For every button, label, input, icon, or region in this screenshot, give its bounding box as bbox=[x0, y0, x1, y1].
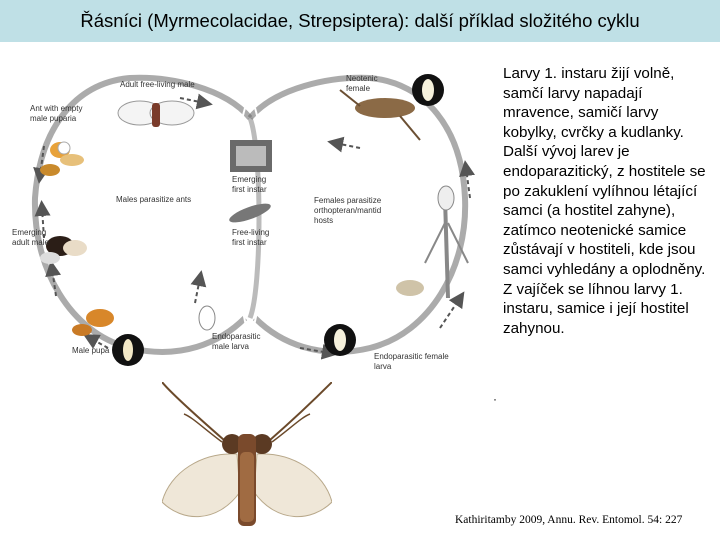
label-emerging-first-1: Emerging bbox=[232, 175, 266, 185]
label-neotenic-1: Neotenic bbox=[346, 74, 378, 84]
label-endo-female-1: Endoparasitic female bbox=[374, 352, 449, 362]
slide-title: Řásníci (Myrmecolacidae, Strepsiptera): … bbox=[0, 0, 720, 42]
endo-male-larva-illustration bbox=[199, 306, 215, 330]
label-ant-puparia-2: male puparia bbox=[30, 114, 76, 124]
citation: Kathiritamby 2009, Annu. Rev. Entomol. 5… bbox=[455, 514, 682, 526]
label-emerging-first-2: first instar bbox=[232, 185, 267, 195]
label-ant-puparia-1: Ant with empty bbox=[30, 104, 82, 114]
label-endo-male-1: Endoparasitic bbox=[212, 332, 260, 342]
label-emerging-male-2: adult male bbox=[12, 238, 49, 248]
label-males-parasitize: Males parasitize ants bbox=[116, 195, 191, 205]
description-text: Larvy 1. instaru žijí volně, samčí larvy… bbox=[503, 64, 715, 338]
adult-male-illustration bbox=[118, 101, 194, 127]
bullet-dot: · bbox=[493, 392, 497, 406]
label-females-parasitize-3: hosts bbox=[314, 216, 333, 226]
strepsiptera-male-illustration bbox=[162, 382, 332, 532]
label-females-parasitize-1: Females parasitize bbox=[314, 196, 381, 206]
label-neotenic-2: female bbox=[346, 84, 370, 94]
label-endo-male-2: male larva bbox=[212, 342, 249, 352]
label-male-pupa: Male pupa bbox=[72, 346, 109, 356]
label-adult-male: Adult free-living male bbox=[120, 80, 195, 90]
label-females-parasitize-2: orthopteran/mantid bbox=[314, 206, 381, 216]
label-emerging-male-1: Emerging bbox=[12, 228, 46, 238]
label-free-living-2: first instar bbox=[232, 238, 267, 248]
label-endo-female-2: larva bbox=[374, 362, 391, 372]
label-free-living-1: Free-living bbox=[232, 228, 269, 238]
